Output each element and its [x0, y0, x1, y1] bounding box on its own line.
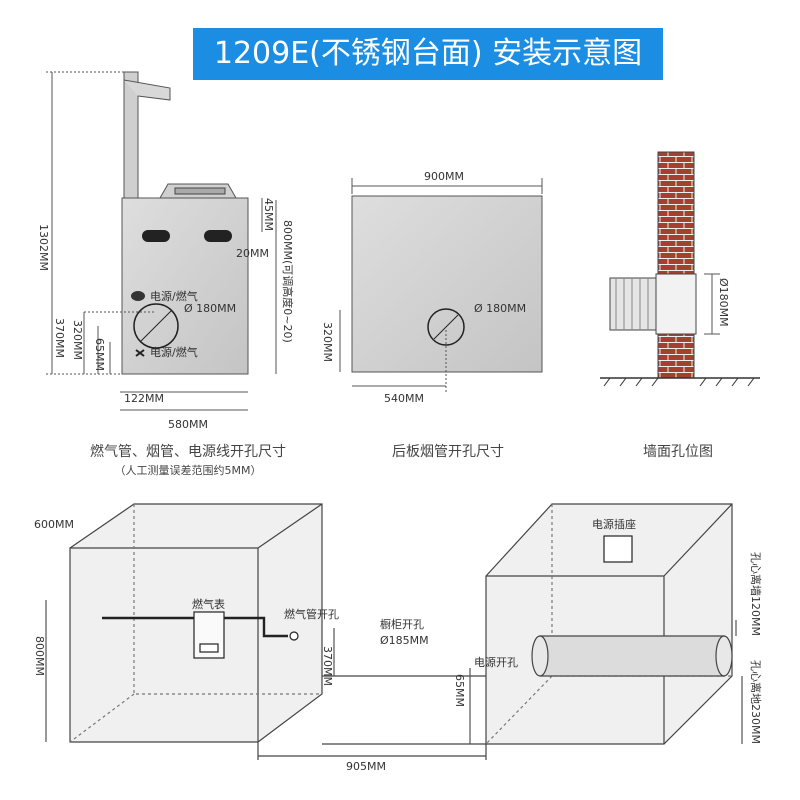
dim-20: 20MM [236, 247, 269, 260]
brick-wall [657, 151, 695, 379]
dim-65-cabinet: 65MM [453, 674, 466, 707]
hole-180-label: Ø 180MM [184, 302, 236, 315]
label-gas-meter: 燃气表 [192, 597, 225, 611]
panel-back-plate: 900MM 540MM 320MM Ø 180MM 后板烟管开孔尺寸 [321, 170, 543, 460]
chimney-top [123, 79, 171, 101]
label-power-hole: 电源开孔 [474, 655, 518, 669]
vent-slot-left [142, 230, 170, 242]
dim-905: 905MM [346, 760, 386, 773]
label-power-gas-top: 电源/燃气 [150, 289, 198, 303]
label-cabinet-hole: 橱柜开孔 [380, 617, 424, 631]
label-cabinet-hole-size: Ø185MM [380, 634, 429, 647]
dim-320: 320MM [71, 320, 84, 360]
label-hole-wall: 孔心离墙120MM [749, 552, 763, 636]
dim-900: 900MM [424, 170, 464, 183]
power-socket [603, 535, 633, 563]
vent-slot-right [204, 230, 232, 242]
dim-800-cabinet: 800MM [33, 636, 46, 676]
dim-320-back: 320MM [321, 322, 334, 362]
dim-600: 600MM [34, 518, 74, 531]
dim-800-adjust: 800MM(可调高度0~20) [281, 220, 295, 343]
dim-wall-180: Ø180MM [717, 278, 730, 327]
panel3-caption: 墙面孔位图 [643, 444, 713, 460]
panel-cabinets-labels: 600MM 800MM 370MM 65MM 905MM 燃气表 燃气管开孔 橱… [33, 517, 763, 773]
flue-hole-circle [133, 303, 179, 349]
label-power-socket: 电源插座 [592, 517, 636, 531]
duct-flex-pipe [609, 277, 663, 331]
label-hole-floor: 孔心离地230MM [749, 660, 763, 744]
dim-580: 580MM [168, 418, 208, 431]
dim-65: 65MM [93, 338, 106, 371]
wall-sleeve [655, 273, 697, 335]
label-power-gas-bottom: 电源/燃气 [150, 345, 198, 359]
power-gas-port-icon [131, 291, 145, 301]
back-plate [351, 195, 543, 373]
dim-122: 122MM [124, 392, 164, 405]
dim-45: 45MM [262, 198, 275, 231]
panel1-note: （人工测量误差范围约5MM） [115, 463, 262, 477]
panel-wall-hole: Ø180MM 墙面孔位图 [600, 151, 760, 460]
back-hole-180-label: Ø 180MM [474, 302, 526, 315]
power-gas-cross-icon [135, 349, 145, 357]
dim-540: 540MM [384, 392, 424, 405]
dim-370-cabinet: 370MM [321, 646, 334, 686]
dim-370: 370MM [53, 318, 66, 358]
label-gas-pipe-hole: 燃气管开孔 [284, 607, 339, 621]
dim-height-total: 1302MM [37, 224, 50, 271]
panel1-caption: 燃气管、烟管、电源线开孔尺寸 [90, 443, 286, 460]
gas-pipe-hole [289, 631, 299, 641]
page-title: 1209E(不锈钢台面) 安装示意图 [193, 28, 663, 80]
panel-cabinets [45, 503, 743, 760]
duct-pipe [531, 635, 549, 677]
back-flue-hole [427, 308, 465, 346]
panel2-caption: 后板烟管开孔尺寸 [392, 444, 504, 460]
panel-hood-side: 1302MM 45MM 20MM 800MM(可调高度0~20) 370MM 3… [37, 71, 295, 477]
